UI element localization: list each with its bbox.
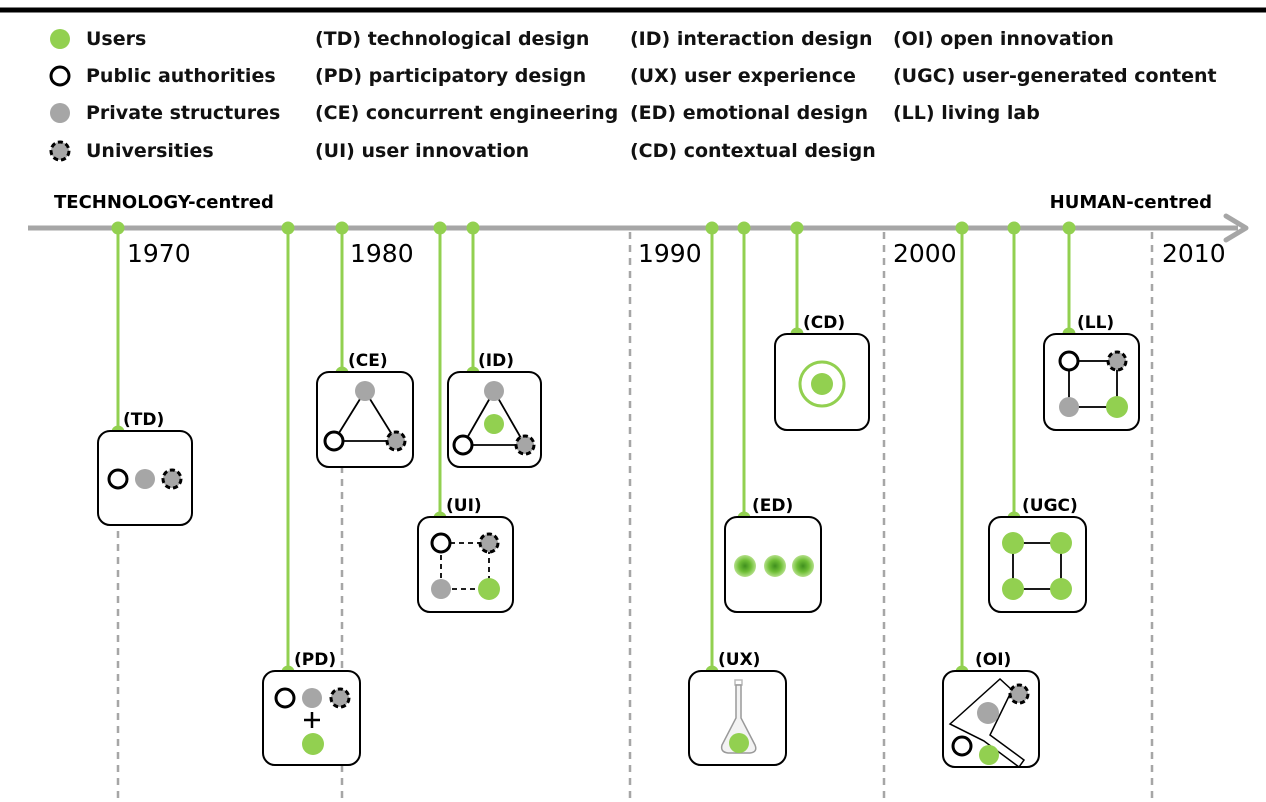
card-td-label: (TD) (123, 410, 164, 430)
card-ui: (UI) (417, 496, 514, 613)
legend-pd: (PD) participatory design (315, 65, 586, 87)
card-ui-label: (UI) (446, 496, 482, 516)
legend-id: (ID) interaction design (630, 28, 873, 50)
legend-ui: (UI) user innovation (315, 140, 529, 162)
card-ll: (LL) (1043, 313, 1140, 431)
connector-dot-ll (1062, 221, 1076, 235)
card-oi: (OI) (942, 650, 1040, 769)
card-ugc: (UGC) (988, 496, 1087, 613)
decade-2010: 2010 (1162, 239, 1226, 268)
connector-dot-ce (335, 221, 349, 235)
card-ll-label: (LL) (1077, 313, 1114, 333)
ux-flask-icon (720, 679, 757, 754)
card-ce: (CE) (316, 351, 414, 468)
cd-target-icon (798, 360, 846, 408)
card-id: (ID) (447, 351, 542, 468)
axis-right-label: HUMAN-centred (1050, 192, 1212, 213)
decade-1970: 1970 (127, 239, 191, 268)
card-cd: (CD) (774, 313, 870, 431)
card-ed-label: (ED) (752, 496, 793, 516)
card-pd-label: (PD) (294, 650, 336, 670)
decade-1980: 1980 (350, 239, 414, 268)
decade-1990: 1990 (638, 239, 702, 268)
connector-dot-pd (281, 221, 295, 235)
connector-dot-oi (955, 221, 969, 235)
legend-ll: (LL) living lab (893, 102, 1040, 124)
users-dot-icon (50, 29, 70, 49)
id-triangle-user-icon (452, 381, 536, 456)
card-cd-label: (CD) (803, 313, 845, 333)
connector-dot-ugc (1007, 221, 1021, 235)
legend-universities: Universities (86, 140, 214, 162)
private-structures-dot-icon (50, 103, 70, 123)
ugc-square-users-icon (1002, 532, 1072, 600)
td-three-actors-icon (107, 468, 183, 490)
card-ux: (UX) (688, 650, 787, 766)
legend: Users Public authorities Private structu… (49, 28, 1217, 162)
oi-funnel-icon (948, 677, 1030, 769)
connector-dot-ui (433, 221, 447, 235)
legend-cd: (CD) contextual design (630, 140, 876, 162)
legend-td: (TD) technological design (315, 28, 589, 50)
connectors (111, 221, 1076, 679)
connector-dot-cd (790, 221, 804, 235)
legend-ugc: (UGC) user-generated content (893, 65, 1217, 87)
universities-dashed-dot-icon (49, 140, 71, 162)
card-id-label: (ID) (478, 351, 514, 371)
legend-users: Users (86, 28, 146, 50)
axis-left-label: TECHNOLOGY-centred (54, 192, 274, 213)
timeline-axis: TECHNOLOGY-centred HUMAN-centred 1970 19… (28, 192, 1249, 268)
card-ugc-box (988, 516, 1087, 613)
card-td: (TD) (97, 410, 193, 526)
connector-dot-id (466, 221, 480, 235)
ed-three-users-icon (734, 555, 814, 577)
legend-private-structures: Private structures (86, 102, 280, 124)
pd-actors-plus-user-icon (274, 687, 351, 755)
card-ugc-label: (UGC) (1022, 496, 1078, 516)
card-ll-box (1043, 333, 1140, 431)
legend-public-authorities: Public authorities (86, 65, 276, 87)
connector-dot-ed (737, 221, 751, 235)
ui-dashed-square-icon (430, 532, 500, 600)
decade-2000: 2000 (893, 239, 957, 268)
card-ux-label: (UX) (718, 650, 760, 670)
connector-dot-td (111, 221, 125, 235)
ll-square-icon (1058, 350, 1128, 418)
card-ed: (ED) (724, 496, 822, 613)
card-oi-label: (OI) (975, 650, 1011, 670)
public-authorities-ring-icon (49, 65, 71, 87)
card-ui-box (417, 516, 514, 613)
legend-ux: (UX) user experience (630, 65, 856, 87)
legend-ed: (ED) emotional design (630, 102, 868, 124)
axis-arrow-icon (1223, 213, 1249, 243)
legend-oi: (OI) open innovation (893, 28, 1114, 50)
connector-dot-ux (705, 221, 719, 235)
legend-ce: (CE) concurrent engineering (315, 102, 618, 124)
card-ce-label: (CE) (348, 351, 388, 371)
card-pd: (PD) (262, 650, 361, 766)
ce-triangle-icon (323, 381, 407, 452)
